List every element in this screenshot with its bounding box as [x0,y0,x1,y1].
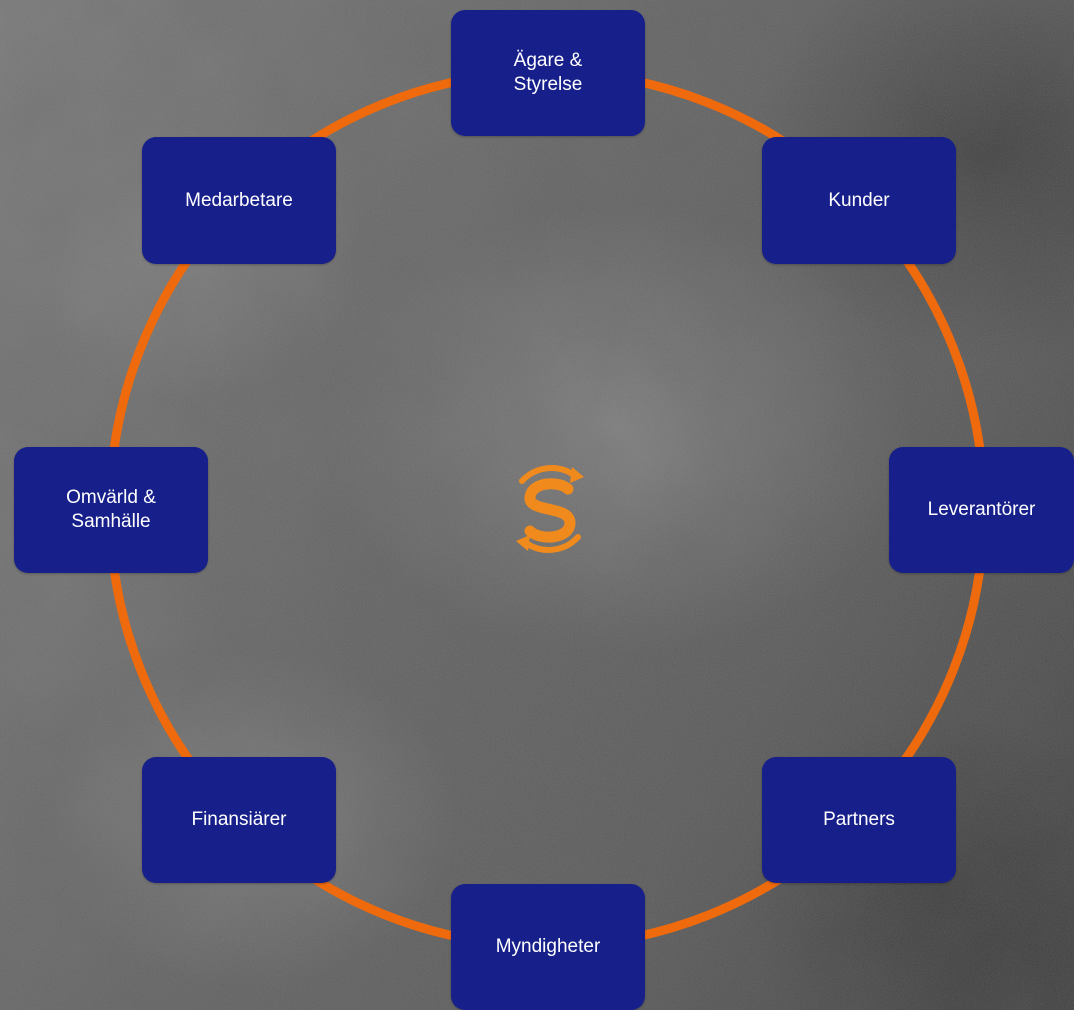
node-label: Leverantörer [927,499,1036,520]
stakeholder-node-omvarld-samhalle[interactable]: Omvärld & Samhälle [14,447,208,573]
stakeholder-node-kunder[interactable]: Kunder [762,137,956,264]
node-label: Medarbetare [185,189,293,211]
node-label: Finansiärer [191,809,287,830]
stakeholder-node-leverantorer[interactable]: Leverantörer [889,447,1074,573]
node-label: Ägare & Styrelse [513,50,583,95]
stakeholder-node-medarbetare[interactable]: Medarbetare [142,137,336,264]
stakeholder-node-partners[interactable]: Partners [762,757,956,883]
stakeholder-s-logo-icon [516,465,584,553]
node-label: Myndigheter [495,936,601,957]
node-label: Partners [823,809,895,830]
node-label: Omvärld & Samhälle [66,487,156,532]
stakeholder-node-finansiarer[interactable]: Finansiärer [142,757,336,883]
stakeholder-node-myndigheter[interactable]: Myndigheter [451,884,645,1010]
node-label: Kunder [828,189,890,211]
stakeholder-node-agare-styrelse[interactable]: Ägare & Styrelse [451,10,645,136]
